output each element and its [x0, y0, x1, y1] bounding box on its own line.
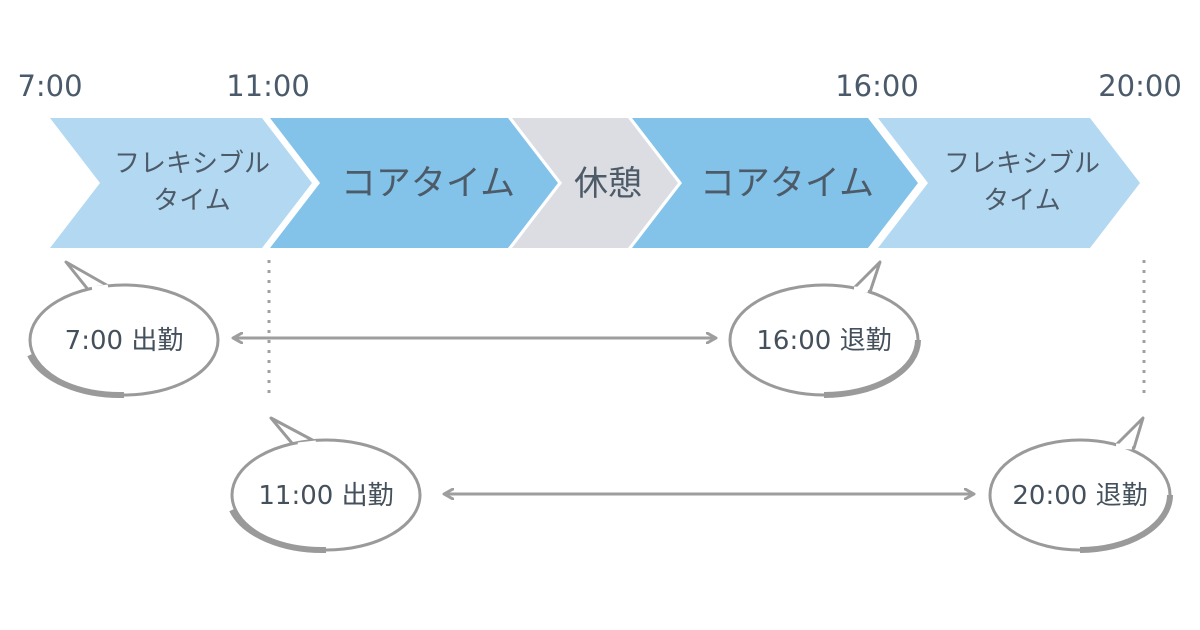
segment-flex-evening-label-line2: タイム [983, 186, 1060, 216]
time-label-11: 11:00 [226, 69, 310, 103]
segment-core-morning [270, 118, 558, 248]
segment-break-label: 休憩 [574, 164, 642, 204]
guide-lines [267, 260, 1146, 396]
speech-bubble-end-16: 16:00 退勤 [728, 260, 921, 398]
example-early-shift: 7:00 出勤 16:00 退勤 [27, 260, 921, 399]
segment-flex-evening [878, 118, 1140, 248]
segment-flex-evening-label-line1: フレキシブル [944, 149, 1100, 179]
example-late-shift: 11:00 出勤 20:00 退勤 [229, 416, 1173, 554]
speech-bubble-end-20: 20:00 退勤 [988, 416, 1173, 553]
time-axis: 7:00 11:00 16:00 20:00 [17, 69, 1181, 103]
timeline-bar: フレキシブル タイム コアタイム 休憩 コアタイム フレキシブル タイム [50, 118, 1140, 248]
segment-core-morning-label: コアタイム [341, 164, 515, 204]
segment-flex-morning-label-line1: フレキシブル [114, 149, 270, 179]
bubble-text-start-7: 7:00 出勤 [65, 326, 184, 356]
segment-break [512, 118, 678, 248]
bubble-text-end-20: 20:00 退勤 [1012, 481, 1147, 511]
speech-bubble-start-7: 7:00 出勤 [27, 260, 220, 399]
time-label-7: 7:00 [17, 69, 82, 103]
time-label-20: 20:00 [1098, 69, 1182, 103]
segment-core-afternoon [632, 118, 918, 248]
time-label-16: 16:00 [835, 69, 919, 103]
segment-flex-morning-label-line2: タイム [153, 186, 230, 216]
segment-flex-morning [50, 118, 312, 248]
bubble-text-end-16: 16:00 退勤 [756, 326, 891, 356]
segment-core-afternoon-label: コアタイム [700, 164, 874, 204]
speech-bubble-start-11: 11:00 出勤 [229, 416, 422, 554]
bubble-text-start-11: 11:00 出勤 [258, 481, 393, 511]
